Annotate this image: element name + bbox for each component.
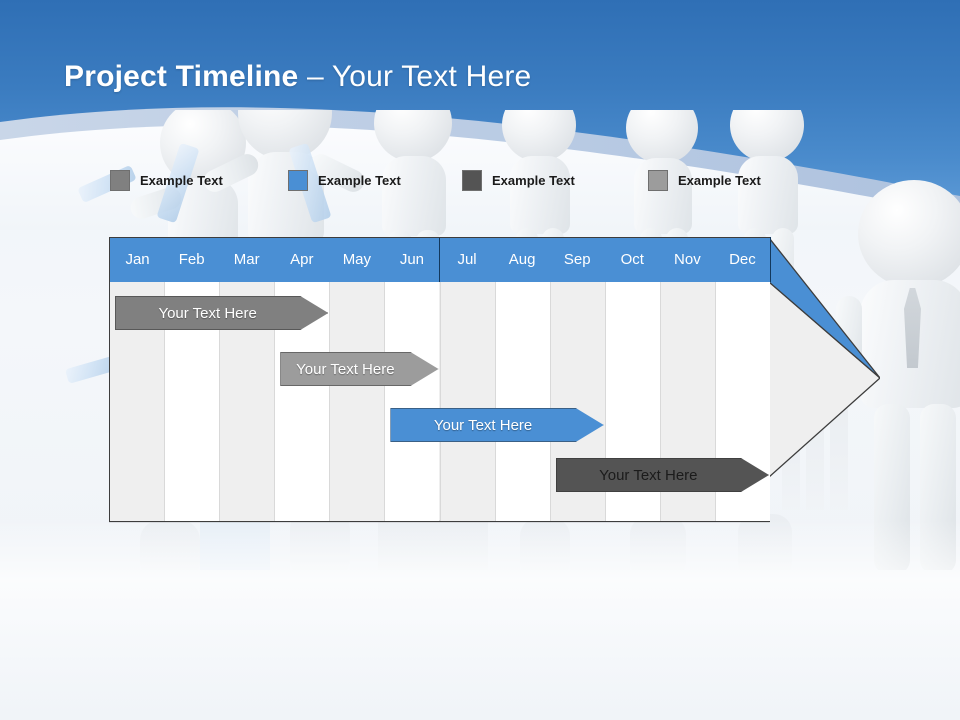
page-title-bold: Project Timeline xyxy=(64,60,299,93)
legend-swatch-icon xyxy=(288,170,308,191)
page-title: Project Timeline – Your Text Here xyxy=(64,60,531,94)
timeline-task-bar[interactable]: Your Text Here xyxy=(115,296,328,330)
timeline-column-jul xyxy=(439,237,495,522)
month-header-jun[interactable]: Jun xyxy=(384,237,441,282)
timeline-column-mar xyxy=(219,237,275,522)
timeline-task-bar[interactable]: Your Text Here xyxy=(556,458,769,492)
timeline-column-feb xyxy=(164,237,220,522)
month-header-may[interactable]: May xyxy=(329,237,386,282)
column-divider xyxy=(164,237,166,522)
month-header-mar[interactable]: Mar xyxy=(219,237,276,282)
timeline-task-bar-label: Your Text Here xyxy=(599,466,698,484)
month-header-dec[interactable]: Dec xyxy=(714,237,771,282)
timeline-task-bar-label: Your Text Here xyxy=(158,304,257,322)
legend-swatch-icon xyxy=(648,170,668,191)
floor-gradient xyxy=(0,520,960,720)
month-header-apr[interactable]: Apr xyxy=(274,237,331,282)
timeline-task-bar-label: Your Text Here xyxy=(433,416,533,434)
page-title-rest: – Your Text Here xyxy=(298,60,532,93)
column-divider xyxy=(659,237,661,522)
legend: Example Text Example Text Example Text E… xyxy=(110,170,890,194)
month-header-oct[interactable]: Oct xyxy=(604,237,661,282)
legend-swatch-icon xyxy=(462,170,482,191)
column-divider xyxy=(549,237,551,522)
timeline-task-bar[interactable]: Your Text Here xyxy=(280,352,438,386)
month-header-jul[interactable]: Jul xyxy=(439,237,496,282)
legend-item-label: Example Text xyxy=(318,173,401,188)
month-header-nov[interactable]: Nov xyxy=(659,237,716,282)
legend-item[interactable]: Example Text xyxy=(288,170,401,191)
timeline-column-aug xyxy=(494,237,550,522)
legend-swatch-icon xyxy=(110,170,130,191)
timeline-task-bar-label: Your Text Here xyxy=(296,360,395,378)
month-header-feb[interactable]: Feb xyxy=(164,237,221,282)
timeline-column-jan xyxy=(109,237,165,522)
legend-item-label: Example Text xyxy=(492,173,575,188)
legend-item-label: Example Text xyxy=(140,173,223,188)
column-divider xyxy=(219,237,221,522)
month-header-sep[interactable]: Sep xyxy=(549,237,606,282)
legend-item[interactable]: Example Text xyxy=(462,170,575,191)
month-header-aug[interactable]: Aug xyxy=(494,237,551,282)
legend-item-label: Example Text xyxy=(678,173,761,188)
legend-item[interactable]: Example Text xyxy=(648,170,761,191)
month-header-jan[interactable]: Jan xyxy=(109,237,167,282)
legend-item[interactable]: Example Text xyxy=(110,170,223,191)
timeline-task-bar[interactable]: Your Text Here xyxy=(390,408,603,442)
column-divider xyxy=(274,237,276,522)
column-divider xyxy=(494,237,496,522)
column-divider xyxy=(439,237,441,522)
column-divider xyxy=(714,237,716,522)
column-divider xyxy=(604,237,606,522)
